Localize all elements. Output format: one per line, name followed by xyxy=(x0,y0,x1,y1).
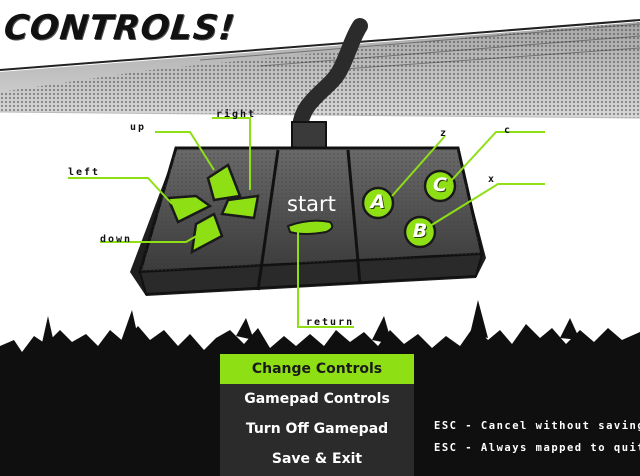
menu-item-turn-off-gamepad[interactable]: Turn Off Gamepad xyxy=(245,421,389,437)
label-x: x xyxy=(488,174,497,185)
start-label: start xyxy=(287,192,336,216)
button-b-letter: B xyxy=(412,220,428,242)
button-a-letter: A xyxy=(370,191,386,213)
dpad xyxy=(166,163,260,255)
key-hints: ESC - Cancel without saving ESC - Always… xyxy=(434,418,640,462)
label-z: z xyxy=(440,128,449,139)
menu-item-gamepad-controls[interactable]: Gamepad Controls xyxy=(244,391,390,407)
label-right: right xyxy=(216,109,257,120)
page-title: CONTROLS! xyxy=(1,8,238,48)
label-left: left xyxy=(68,167,101,178)
callout-lines xyxy=(68,117,545,328)
menu-item-change-controls[interactable]: Change Controls xyxy=(220,354,414,384)
button-c-letter: C xyxy=(433,174,447,196)
label-down: down xyxy=(100,234,133,245)
label-c: c xyxy=(504,125,513,136)
face-buttons xyxy=(361,169,457,249)
label-return: return xyxy=(306,317,355,328)
hint-quit: ESC - Always mapped to quit xyxy=(434,442,640,454)
menu-item-save-exit[interactable]: Save & Exit xyxy=(271,451,363,467)
main-menu: Change Controls Gamepad Controls Turn Of… xyxy=(220,354,414,476)
start-button xyxy=(286,219,334,235)
label-up: up xyxy=(130,122,147,133)
cable xyxy=(292,18,368,138)
hint-cancel: ESC - Cancel without saving xyxy=(434,420,640,432)
